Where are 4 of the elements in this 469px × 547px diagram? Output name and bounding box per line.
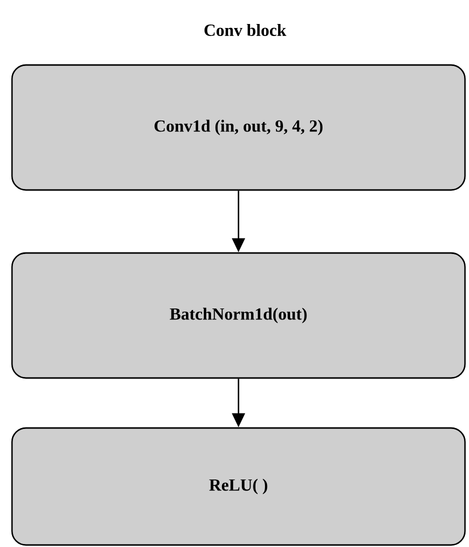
process-box: Conv1d (in, out, 9, 4, 2) <box>11 64 466 191</box>
process-box: ReLU( ) <box>11 427 466 546</box>
process-box: BatchNorm1d(out) <box>11 252 466 379</box>
title: Conv block <box>204 24 286 36</box>
